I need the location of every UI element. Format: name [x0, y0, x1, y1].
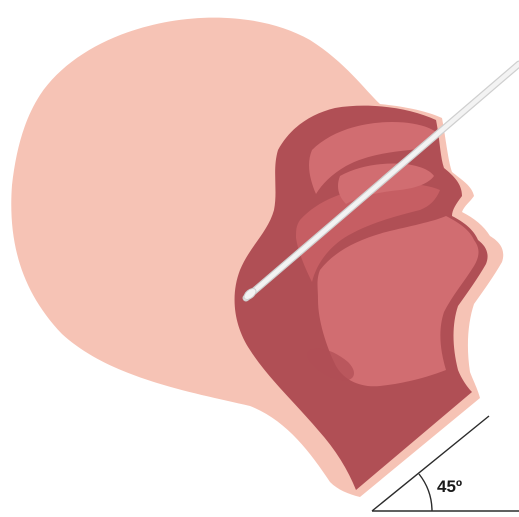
- angle-label: 45º: [437, 478, 462, 495]
- angle-arc: [419, 474, 432, 511]
